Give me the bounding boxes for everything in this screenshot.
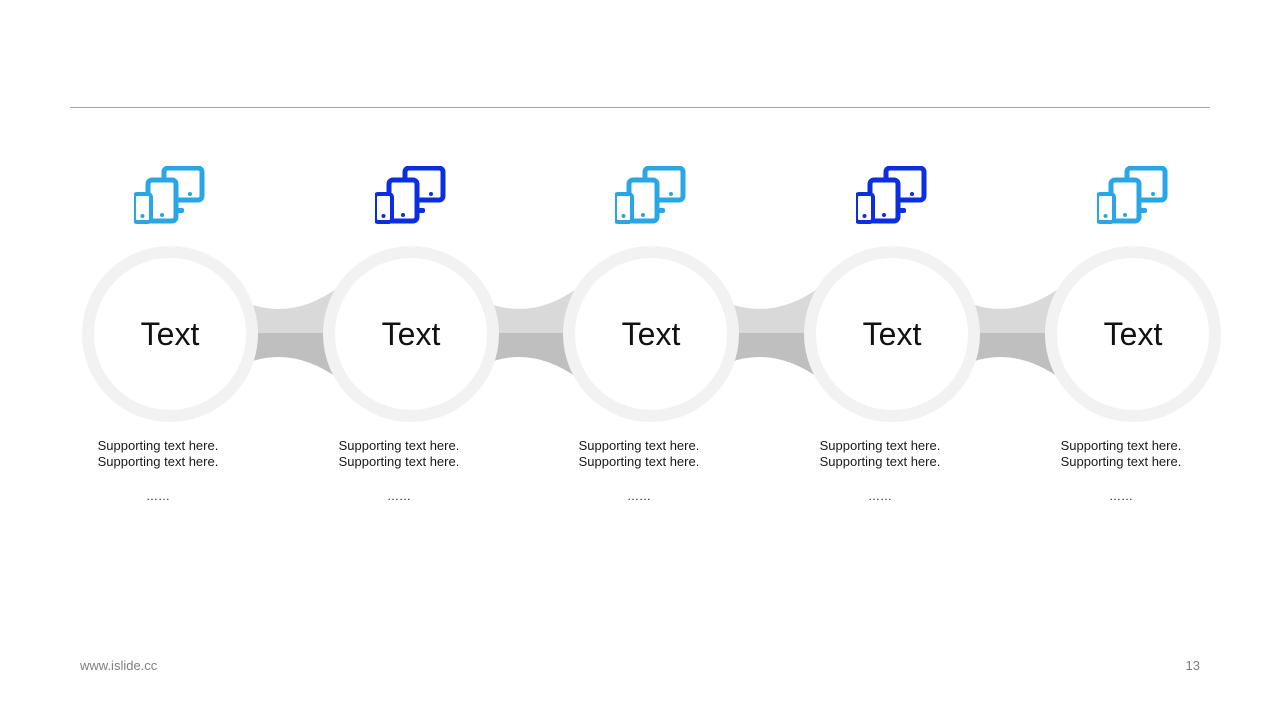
step-description: Supporting text here. Supporting text he… bbox=[551, 438, 727, 504]
support-line-1: Supporting text here. bbox=[578, 438, 700, 453]
ellipsis: …… bbox=[868, 489, 892, 503]
support-line-2: Supporting text here. bbox=[819, 454, 941, 469]
step-title: Text bbox=[1103, 315, 1163, 352]
support-line-1: Supporting text here. bbox=[338, 438, 460, 453]
step-description: Supporting text here. Supporting text he… bbox=[70, 438, 246, 504]
step-description: Supporting text here. Supporting text he… bbox=[792, 438, 968, 504]
support-line-1: Supporting text here. bbox=[1060, 438, 1182, 453]
ellipsis: …… bbox=[387, 489, 411, 503]
step-ring: Text bbox=[563, 246, 739, 422]
ellipsis: …… bbox=[1109, 489, 1133, 503]
devices-icon bbox=[856, 166, 927, 224]
support-line-1: Supporting text here. bbox=[97, 438, 219, 453]
support-line-2: Supporting text here. bbox=[578, 454, 700, 469]
step-ring: Text bbox=[1045, 246, 1221, 422]
ellipsis: …… bbox=[627, 489, 651, 503]
ellipsis: …… bbox=[146, 489, 170, 503]
step-ring: Text bbox=[82, 246, 258, 422]
step-ring: Text bbox=[804, 246, 980, 422]
devices-icon bbox=[1097, 166, 1168, 224]
devices-icon bbox=[134, 166, 205, 224]
devices-icon bbox=[615, 166, 686, 224]
step-title: Text bbox=[621, 315, 681, 352]
title-divider bbox=[70, 107, 1210, 108]
support-line-2: Supporting text here. bbox=[1060, 454, 1182, 469]
step-title: Text bbox=[862, 315, 922, 352]
page-number: 13 bbox=[1185, 658, 1200, 673]
step-ring: Text bbox=[323, 246, 499, 422]
step-description: Supporting text here. Supporting text he… bbox=[1033, 438, 1209, 504]
devices-icon bbox=[375, 166, 446, 224]
support-line-2: Supporting text here. bbox=[97, 454, 219, 469]
footer-url: www.islide.cc bbox=[80, 658, 158, 673]
step-description: Supporting text here. Supporting text he… bbox=[311, 438, 487, 504]
support-line-1: Supporting text here. bbox=[819, 438, 941, 453]
step-title: Text bbox=[140, 315, 200, 352]
step-title: Text bbox=[381, 315, 441, 352]
support-line-2: Supporting text here. bbox=[338, 454, 460, 469]
